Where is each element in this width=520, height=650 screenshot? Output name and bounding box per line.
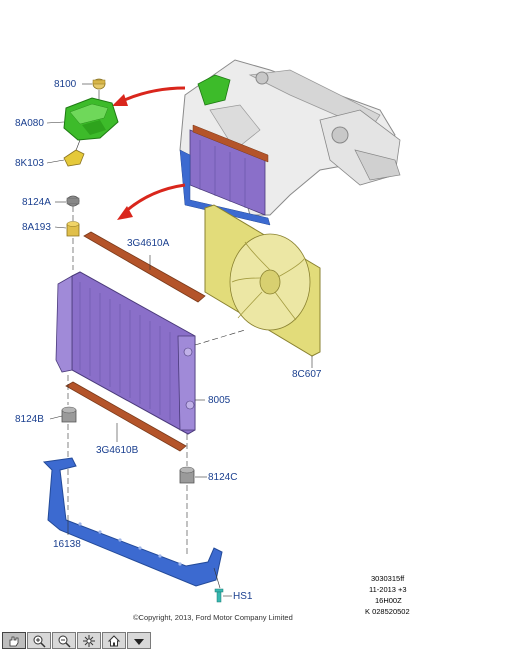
mount-8124B: [61, 406, 77, 423]
home-icon: [107, 634, 121, 646]
exploded-parts-diagram: 8100 8A080 8K103 8124A 8A193 3G4610A 8C6…: [15, 59, 410, 622]
part-label-8A080[interactable]: 8A080: [15, 118, 44, 129]
screw-HS1: [214, 588, 224, 603]
part-label-8124A[interactable]: 8124A: [22, 197, 51, 208]
part-label-8A193[interactable]: 8A193: [22, 222, 51, 233]
tank-in-assembly: [197, 74, 231, 106]
cap-8100: [92, 78, 106, 100]
part-label-8124C[interactable]: 8124C: [208, 472, 238, 483]
radiator-8005: [55, 271, 196, 435]
diagram-canvas: [42, 59, 401, 603]
zoom-in-button[interactable]: [27, 632, 51, 649]
part-label-8K103[interactable]: 8K103: [15, 158, 44, 169]
fit-button[interactable]: [77, 632, 101, 649]
red-arrows: [112, 86, 186, 220]
pan-button[interactable]: [2, 632, 26, 649]
seal-3G4610B: [65, 381, 187, 452]
seal-3G4610A: [83, 231, 206, 303]
fit-icon: [83, 634, 95, 647]
part-label-16138[interactable]: 16138: [53, 539, 81, 550]
dropdown-button[interactable]: [127, 632, 151, 649]
radiator-in-assembly: [179, 124, 271, 226]
bracket-8K103: [63, 139, 85, 167]
part-label-3G4610B[interactable]: 3G4610B: [96, 445, 139, 456]
dropdown-icon: [134, 638, 144, 645]
mount-8124C: [179, 466, 195, 484]
mount-8124A: [66, 195, 80, 207]
zoom-in-icon: [33, 635, 46, 648]
fan-shroud-8C607: [204, 204, 321, 357]
copyright-text: ©Copyright, 2013, Ford Motor Company Lim…: [133, 613, 293, 622]
part-label-8005[interactable]: 8005: [208, 395, 231, 406]
part-label-8C607[interactable]: 8C607: [292, 369, 322, 380]
zoom-out-icon: [58, 635, 71, 648]
reference-line-3: 16H00Z: [375, 596, 402, 605]
reference-line-4: K 028520502: [365, 607, 410, 616]
viewer-toolbar: [0, 631, 520, 650]
tank-8A080: [63, 97, 119, 141]
part-label-HS1[interactable]: HS1: [233, 591, 253, 602]
part-label-8124B[interactable]: 8124B: [15, 414, 44, 425]
pan-icon: [9, 636, 19, 646]
bracket-16138: [42, 457, 223, 587]
part-label-8100[interactable]: 8100: [54, 79, 77, 90]
zoom-out-button[interactable]: [52, 632, 76, 649]
reference-line-2: 11-2013 +3: [369, 585, 407, 594]
reference-line-1: 3030315ff: [371, 574, 405, 583]
home-button[interactable]: [102, 632, 126, 649]
part-label-3G4610A[interactable]: 3G4610A: [127, 238, 170, 249]
bushing-8A193: [66, 221, 80, 237]
